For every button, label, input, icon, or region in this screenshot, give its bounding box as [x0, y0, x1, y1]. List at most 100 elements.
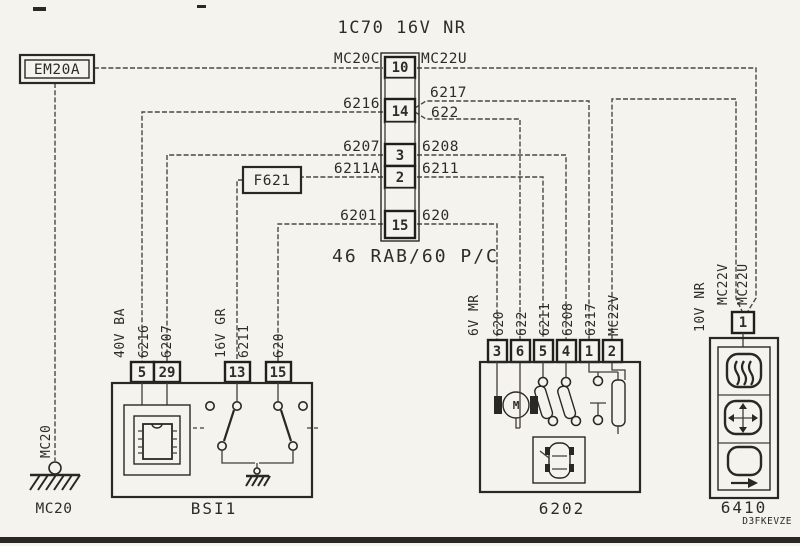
top-connector-1c70: 1C70 16V NR MC20C MC22U 10 14 3 2 15 621… — [332, 18, 499, 267]
f621-label: F621 — [254, 173, 291, 189]
6410-box-inner — [717, 346, 771, 491]
wire-6211 — [417, 176, 544, 340]
bsi-pin-number: 5 — [138, 365, 146, 381]
wire-label-6208: 6208 — [422, 139, 459, 155]
wire-6216 — [141, 111, 383, 362]
wire-label-6207: 6207 — [343, 139, 380, 155]
pin-cell-blank — [384, 121, 416, 145]
tag-mc22u: MC22U — [736, 263, 751, 305]
tag-6v-mr: 6V MR — [467, 294, 482, 336]
bsi1-label: BSI1 — [191, 499, 238, 518]
tag-620: 620 — [492, 311, 507, 336]
pin-cell-blank — [384, 187, 416, 212]
wire-label-6211a: 6211A — [334, 161, 380, 177]
wire-622 — [414, 111, 521, 340]
bsi-tag-6211: 6211 — [237, 325, 252, 358]
wire-label-622: 622 — [431, 105, 459, 121]
motor-letter: M — [513, 399, 520, 412]
wire-label-620: 620 — [422, 208, 450, 224]
wire-6211-fuse — [236, 179, 243, 362]
wire-label-6201: 6201 — [340, 208, 377, 224]
wire-6217 — [414, 100, 590, 340]
pin-number: 1 — [739, 315, 747, 331]
motor-icon: M — [494, 362, 538, 429]
resistor-icon — [588, 362, 626, 434]
tag-mc22v: MC22V — [716, 263, 731, 305]
pin-number: 5 — [539, 344, 547, 360]
component-6410: 10V NR MC22V MC22U 1 — [693, 263, 780, 517]
switch-icon — [534, 362, 582, 427]
pin-number: 1 — [585, 344, 593, 360]
ground-mc20: MC20 MC20 — [29, 425, 81, 517]
connector-note: 46 RAB/60 P/C — [332, 246, 499, 267]
bsi-tag-16v-gr: 16V GR — [214, 308, 229, 358]
component-6202: 6V MR 620 622 6211 6208 6217 MC22V 3 6 5… — [467, 294, 642, 518]
f621-box — [241, 165, 303, 195]
6202-box — [478, 360, 642, 494]
wire-label-6216: 6216 — [343, 96, 380, 112]
wire-mc22u — [417, 67, 757, 312]
switch-icon — [193, 383, 320, 487]
pin-number: 3 — [396, 148, 404, 164]
wire-label-6211: 6211 — [422, 161, 459, 177]
pin-cell-blank — [384, 77, 416, 100]
bsi-tag-620: 620 — [272, 333, 287, 358]
label-mc20c: MC20C — [334, 51, 380, 67]
bsi-tag-6216: 6216 — [137, 325, 152, 358]
tag-6217: 6217 — [584, 303, 599, 336]
ground-junction — [48, 461, 62, 475]
component-bsi1: 40V BA 6216 6207 16V GR 6211 620 5 29 13… — [110, 308, 320, 518]
air-distribution-icon — [723, 399, 763, 436]
pin-number: 2 — [608, 344, 616, 360]
top-connector-title: 1C70 16V NR — [337, 18, 466, 38]
scan-artifact — [197, 5, 206, 8]
recirculation-icon — [726, 445, 763, 488]
tag-6208: 6208 — [561, 303, 576, 336]
pin-number: 2 — [396, 170, 404, 186]
pin-number: 6 — [516, 344, 524, 360]
pin-number: 4 — [562, 344, 570, 360]
bsi-tag-6207: 6207 — [160, 325, 175, 358]
tag-6211: 6211 — [538, 303, 553, 336]
6202-label: 6202 — [539, 499, 586, 518]
wires — [54, 67, 757, 461]
pin-number: 10 — [392, 60, 409, 76]
component-em20a: EM20A — [18, 53, 96, 85]
connector-strip — [380, 52, 420, 242]
wire-6208 — [417, 154, 567, 340]
scan-edge-line — [0, 537, 800, 543]
tag-10v-nr: 10V NR — [693, 282, 708, 332]
heated-window-icon — [725, 352, 763, 389]
ground-icon — [29, 473, 81, 491]
bsi-pin-number: 15 — [270, 365, 287, 381]
scan-artifact — [33, 7, 46, 11]
wire-6201 — [277, 223, 383, 362]
car-icon — [532, 436, 586, 484]
wire-label-6217: 6217 — [430, 85, 467, 101]
pin-number: 15 — [392, 218, 409, 234]
bsi-pin-number: 13 — [229, 365, 246, 381]
em20a-label: EM20A — [34, 62, 80, 78]
pin-cell-15 — [383, 209, 417, 240]
chip-icon — [123, 383, 191, 476]
tag-622: 622 — [515, 311, 530, 336]
bsi-pin-number: 29 — [159, 365, 176, 381]
6410-box — [708, 336, 780, 500]
tag-mc22v: MC22V — [607, 294, 622, 336]
pin-number: 3 — [493, 344, 501, 360]
em20a-box-inner — [24, 59, 90, 79]
label-mc22u: MC22U — [421, 51, 467, 67]
pin-number: 14 — [392, 104, 409, 120]
wire-620 — [417, 223, 498, 340]
bsi1-box — [110, 381, 314, 499]
wire-mc22v — [611, 98, 743, 340]
bsi-tag-40v-ba: 40V BA — [113, 308, 128, 358]
mc20-ground-label: MC20 — [36, 501, 73, 517]
ground-icon — [245, 474, 271, 487]
em20a-box — [18, 53, 96, 85]
wire-6207 — [166, 154, 383, 362]
mc20-wire-label: MC20 — [39, 425, 54, 458]
diagram-code: D3FKEVZE — [742, 516, 792, 527]
